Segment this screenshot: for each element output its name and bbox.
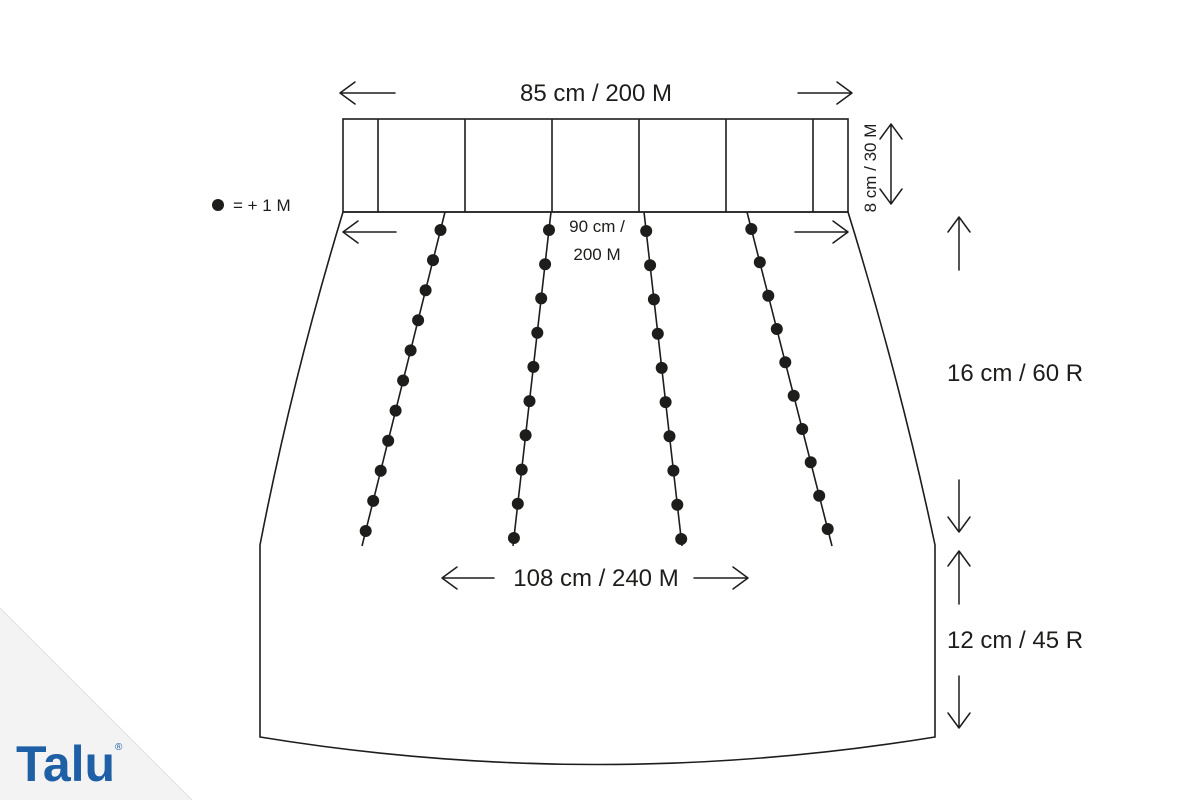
increase-dot xyxy=(675,533,688,545)
increase-dot xyxy=(412,314,425,327)
increase-dot xyxy=(539,258,552,271)
increase-dot xyxy=(511,497,524,510)
increase-dot xyxy=(745,223,758,235)
increase-dot xyxy=(770,323,783,335)
legend-text: = + 1 M xyxy=(233,196,291,215)
increase-dot xyxy=(667,464,680,477)
increase-dot xyxy=(397,374,410,387)
hem-width-arrow xyxy=(441,566,749,590)
increase-section-label: 16 cm / 60 R xyxy=(947,360,1083,387)
increase-dot xyxy=(527,360,540,373)
increase-dot xyxy=(640,225,653,237)
skirt-body-outline xyxy=(259,211,936,766)
corner-fold-edge xyxy=(0,607,193,800)
increase-dot xyxy=(821,523,834,535)
waistband xyxy=(342,118,849,213)
increase-dot xyxy=(404,344,417,357)
logo-registered-mark: ® xyxy=(115,742,123,753)
hem-width-label: 108 cm / 240 M xyxy=(513,565,678,592)
increase-dot xyxy=(523,395,536,408)
waistband-height-label: 8 cm / 30 M xyxy=(861,124,880,213)
increase-dot xyxy=(515,463,528,476)
increase-dot xyxy=(753,256,766,269)
increase-dot xyxy=(382,434,395,447)
increase-dot xyxy=(804,456,817,469)
increase-dot xyxy=(663,430,676,443)
increase-dot xyxy=(644,259,657,272)
increase-dot xyxy=(419,284,432,297)
increase-dot xyxy=(813,489,826,502)
increase-dot xyxy=(389,404,402,417)
logo-text: Talu xyxy=(16,736,115,792)
increase-dot xyxy=(655,361,668,374)
increase-dot xyxy=(659,396,672,409)
increase-dot xyxy=(671,498,684,511)
top-edge-width-label-line1: 90 cm / xyxy=(569,217,625,236)
increase-dot xyxy=(434,224,447,236)
top-edge-width-label-line2: 200 M xyxy=(573,245,620,264)
increase-dot xyxy=(787,389,800,402)
increase-dot xyxy=(543,224,555,236)
increase-dot xyxy=(535,292,548,305)
talu-logo: Talu ® xyxy=(16,736,123,792)
hem-section-label: 12 cm / 45 R xyxy=(947,627,1083,654)
waistband-width-arrow xyxy=(339,81,853,105)
top-edge-width-arrow xyxy=(342,220,849,244)
increase-dot xyxy=(651,327,664,340)
increase-dot xyxy=(531,326,544,339)
increase-section-arrow xyxy=(947,216,971,533)
increase-dot xyxy=(367,494,380,507)
increase-dot xyxy=(507,532,520,544)
waistband-width-label: 85 cm / 200 M xyxy=(520,80,672,107)
increase-dot xyxy=(647,293,660,306)
increase-dot xyxy=(374,464,387,477)
increase-dot xyxy=(359,525,372,537)
increase-dot xyxy=(427,254,439,267)
legend-dot xyxy=(212,199,224,211)
waistband-height-arrow xyxy=(879,123,903,205)
increase-lines xyxy=(359,211,834,547)
hem-section-arrow xyxy=(947,550,971,729)
increase-dot xyxy=(519,429,532,442)
increase-dot xyxy=(779,356,792,369)
increase-dot xyxy=(796,423,809,435)
increase-dot xyxy=(762,289,775,302)
